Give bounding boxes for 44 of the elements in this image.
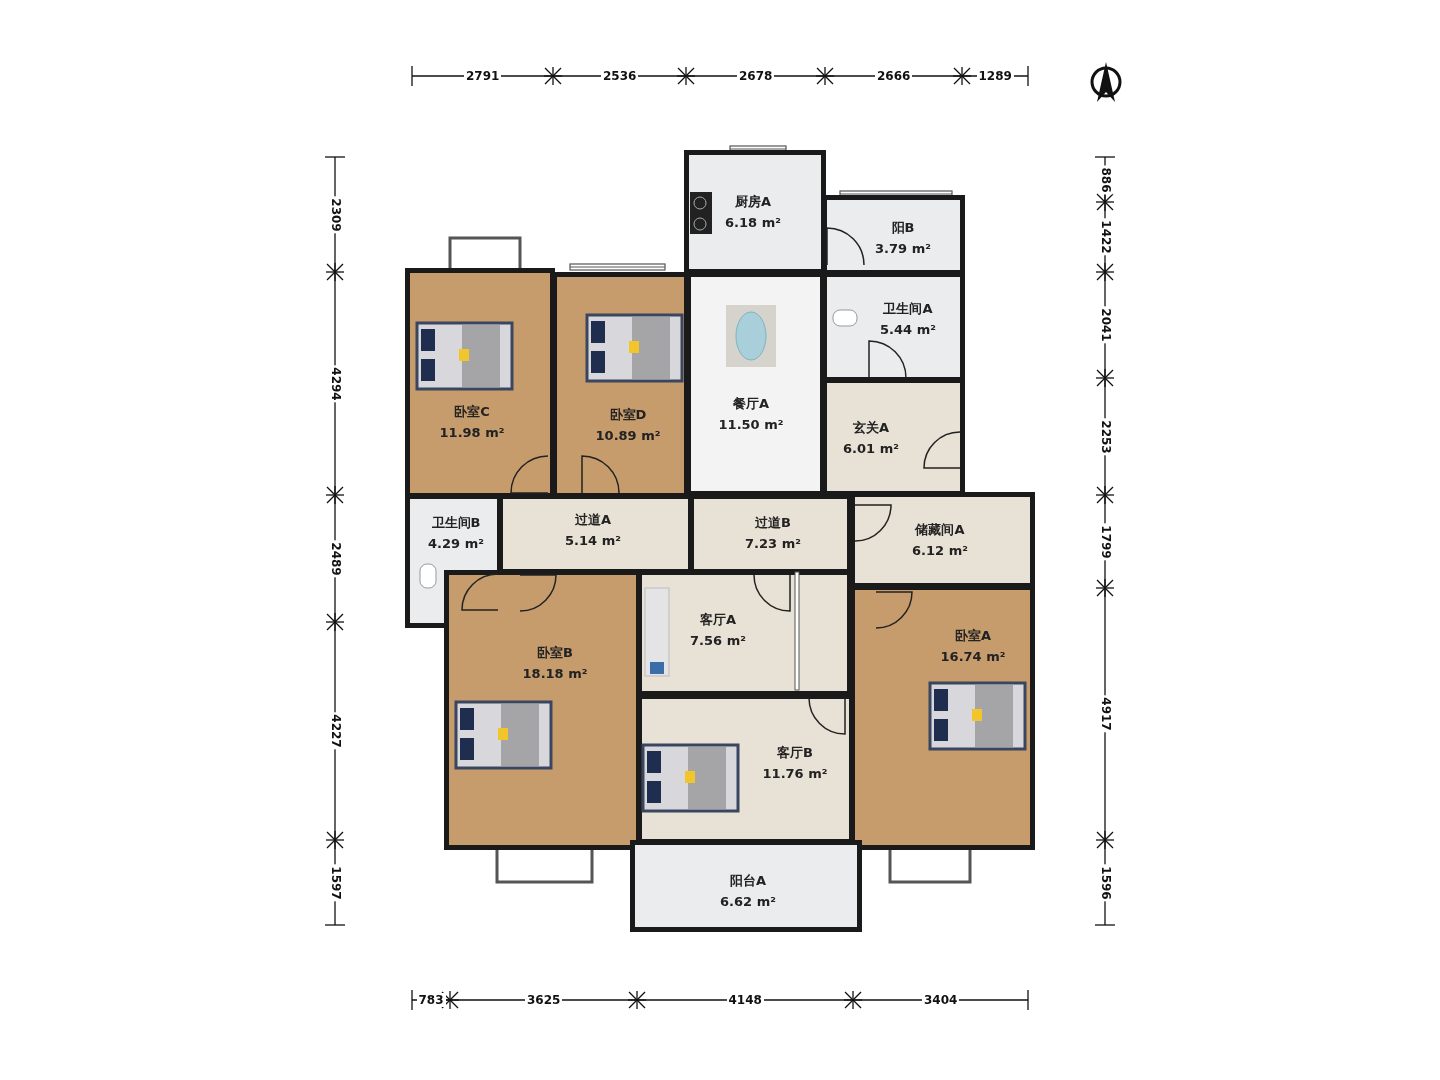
room-area: 3.79 m²	[875, 238, 931, 259]
room-name: 卫生间A	[883, 300, 933, 318]
room-name: 卧室C	[454, 403, 490, 421]
room-area: 6.62 m²	[720, 891, 776, 912]
room-name: 阳台A	[729, 872, 767, 890]
room-name: 过道B	[755, 514, 791, 532]
room-area: 11.98 m²	[439, 422, 505, 443]
room-area: 11.76 m²	[762, 763, 828, 784]
dimension-label: 3404	[922, 993, 960, 1007]
dimension-label: 2791	[464, 69, 502, 83]
room	[850, 492, 1035, 588]
room-area: 10.89 m²	[595, 425, 661, 446]
room-area: 16.74 m²	[940, 646, 1006, 667]
room-name: 卧室A	[954, 627, 992, 645]
room-name: 卫生间B	[431, 514, 481, 532]
dimension-label: 4148	[726, 993, 764, 1007]
room-name: 客厅A	[699, 611, 737, 629]
room-area: 5.14 m²	[565, 530, 621, 551]
room-area: 11.50 m²	[718, 414, 784, 435]
room-area: 18.18 m²	[522, 663, 588, 684]
room-area: 6.12 m²	[912, 540, 968, 561]
dimension-label: 1289	[976, 69, 1014, 83]
dimension-label: 2678	[737, 69, 775, 83]
room-name: 卧室B	[537, 644, 573, 662]
dimension-label: 2536	[601, 69, 639, 83]
room	[684, 150, 826, 274]
room-name: 玄关A	[852, 419, 890, 437]
room-area: 5.44 m²	[880, 319, 936, 340]
room-area: 7.23 m²	[745, 533, 801, 554]
room-name: 过道A	[574, 511, 612, 529]
dimension-label: 3625	[525, 993, 563, 1007]
room-area: 7.56 m²	[690, 630, 746, 651]
room-name: 卧室D	[609, 406, 647, 424]
dimension-label: 783	[416, 993, 446, 1007]
room-area: 6.18 m²	[725, 212, 781, 233]
room-name: 厨房A	[734, 193, 772, 211]
room-area: 6.01 m²	[843, 438, 899, 459]
room-area: 4.29 m²	[428, 533, 484, 554]
room-name: 储藏间A	[915, 521, 965, 539]
room-name: 餐厅A	[732, 395, 770, 413]
room-name: 阳B	[891, 219, 915, 237]
room	[630, 840, 862, 932]
dimension-label: 2666	[875, 69, 913, 83]
room-name: 客厅B	[777, 744, 813, 762]
